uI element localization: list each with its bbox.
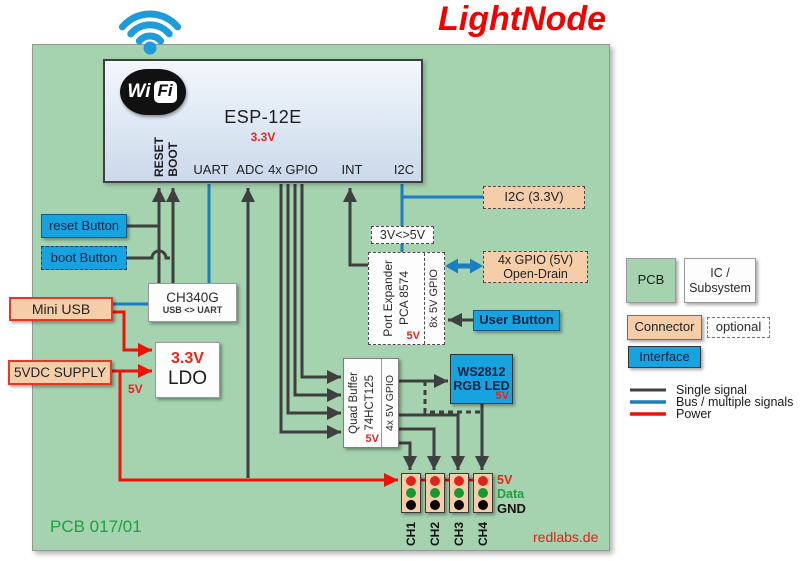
ws2812-line1: WS2812 bbox=[457, 364, 506, 379]
ldo-ic: 3.3V LDO bbox=[155, 342, 220, 398]
legend-connector: Connector bbox=[627, 315, 702, 340]
quad-buffer-ic: Quad Buffer 74HCT125 4x 5V GPIO 5V bbox=[343, 358, 399, 448]
ch4-gnd-pin bbox=[478, 500, 488, 510]
brand-label: redlabs.de bbox=[533, 529, 599, 545]
ch4-label: CH4 bbox=[476, 521, 490, 546]
quad-buffer-gpio-column: 4x 5V GPIO bbox=[381, 359, 398, 447]
pin-uart: UART bbox=[193, 162, 229, 178]
ch3-data-pin bbox=[454, 488, 464, 498]
trunk-5v-label: 5V bbox=[128, 382, 143, 396]
reset-button-block: reset Button bbox=[41, 214, 127, 238]
pin-i2c: I2C bbox=[393, 162, 415, 178]
esp-voltage: 3.3V bbox=[250, 130, 276, 144]
connector-ch4 bbox=[473, 473, 493, 513]
ch340g-subtitle: USB <> UART bbox=[162, 305, 223, 316]
gpio-od-line2: Open-Drain bbox=[503, 267, 568, 281]
ch4-data-pin bbox=[478, 488, 488, 498]
legend-bus-signals: Bus / multiple signals bbox=[676, 395, 794, 409]
esp-name: ESP-12E bbox=[224, 107, 302, 127]
legend-ic-line2: Subsystem bbox=[689, 280, 751, 295]
legend-optional: optional bbox=[707, 317, 770, 338]
connector-ch3 bbox=[449, 473, 469, 513]
legend-ic-line1: IC / bbox=[710, 266, 730, 281]
pin-boot: BOOT bbox=[166, 142, 180, 177]
row-label-data: Data bbox=[497, 487, 525, 501]
ch340g-name: CH340G bbox=[166, 289, 219, 305]
ch2-gnd-pin bbox=[430, 500, 440, 510]
level-shifter: 3V<>5V bbox=[371, 226, 434, 244]
ch3-label: CH3 bbox=[452, 521, 466, 546]
connector-ch1 bbox=[401, 473, 421, 513]
connector-ch2 bbox=[425, 473, 445, 513]
5vdc-supply-connector: 5VDC SUPPLY bbox=[8, 360, 112, 385]
ch1-data-pin bbox=[406, 488, 416, 498]
legend-interface: Interface bbox=[628, 346, 701, 368]
ws2812-led: WS2812 RGB LED 5V bbox=[450, 354, 513, 404]
wifi-logo-wi: Wi bbox=[127, 81, 151, 103]
ch4-5v-pin bbox=[478, 476, 488, 486]
legend-power: Power bbox=[676, 407, 712, 421]
ch2-data-pin bbox=[430, 488, 440, 498]
ch3-5v-pin bbox=[454, 476, 464, 486]
gpio-od-line1: 4x GPIO (5V) bbox=[497, 252, 574, 267]
row-label-gnd: GND bbox=[497, 501, 526, 516]
wifi-logo-fi: Fi bbox=[152, 79, 179, 105]
ch1-5v-pin bbox=[406, 476, 416, 486]
page-title: LightNode bbox=[438, 0, 607, 38]
i2c-33v-connector: I2C (3.3V) bbox=[483, 186, 585, 209]
pin-int: INT bbox=[341, 162, 363, 178]
mini-usb-connector: Mini USB bbox=[9, 297, 113, 321]
pcb-id-label: PCB 017/01 bbox=[50, 517, 142, 536]
pin-gpio: 4x GPIO bbox=[268, 162, 318, 178]
row-label-5v: 5V bbox=[497, 473, 513, 487]
port-expander-gpio-column: 8x 5V GPIO bbox=[424, 253, 444, 344]
port-expander-ic: Port Expander PCA 8574 8x 5V GPIO 5V bbox=[368, 252, 445, 345]
ch2-5v-pin bbox=[430, 476, 440, 486]
pin-adc: ADC bbox=[236, 162, 264, 178]
quad-buffer-5v: 5V bbox=[365, 433, 379, 446]
port-expander-5v: 5V bbox=[406, 330, 420, 343]
ldo-voltage: 3.3V bbox=[171, 349, 204, 367]
legend-single-signal: Single signal bbox=[676, 383, 747, 397]
ch1-label: CH1 bbox=[404, 521, 418, 546]
wifi-brand-logo: Wi Fi bbox=[120, 69, 186, 115]
ws2812-line2: RGB LED bbox=[453, 379, 510, 393]
legend-pcb: PCB bbox=[626, 258, 676, 303]
ch340g-ic: CH340G USB <> UART bbox=[148, 283, 237, 322]
user-button-block: User Button bbox=[473, 310, 560, 331]
legend-ic: IC / Subsystem bbox=[684, 258, 756, 303]
esp12e-module: Wi Fi ESP-12E 3.3V RESET BOOT UART ADC 4… bbox=[103, 59, 423, 183]
ch1-gnd-pin bbox=[406, 500, 416, 510]
gpio-open-drain-connector: 4x GPIO (5V) Open-Drain bbox=[483, 251, 588, 283]
pin-reset: RESET bbox=[152, 136, 166, 177]
boot-button-block: boot Button bbox=[41, 246, 127, 270]
ldo-name: LDO bbox=[167, 368, 208, 390]
ch2-label: CH2 bbox=[428, 521, 442, 546]
ch3-gnd-pin bbox=[454, 500, 464, 510]
ws2812-5v: 5V bbox=[495, 390, 509, 403]
